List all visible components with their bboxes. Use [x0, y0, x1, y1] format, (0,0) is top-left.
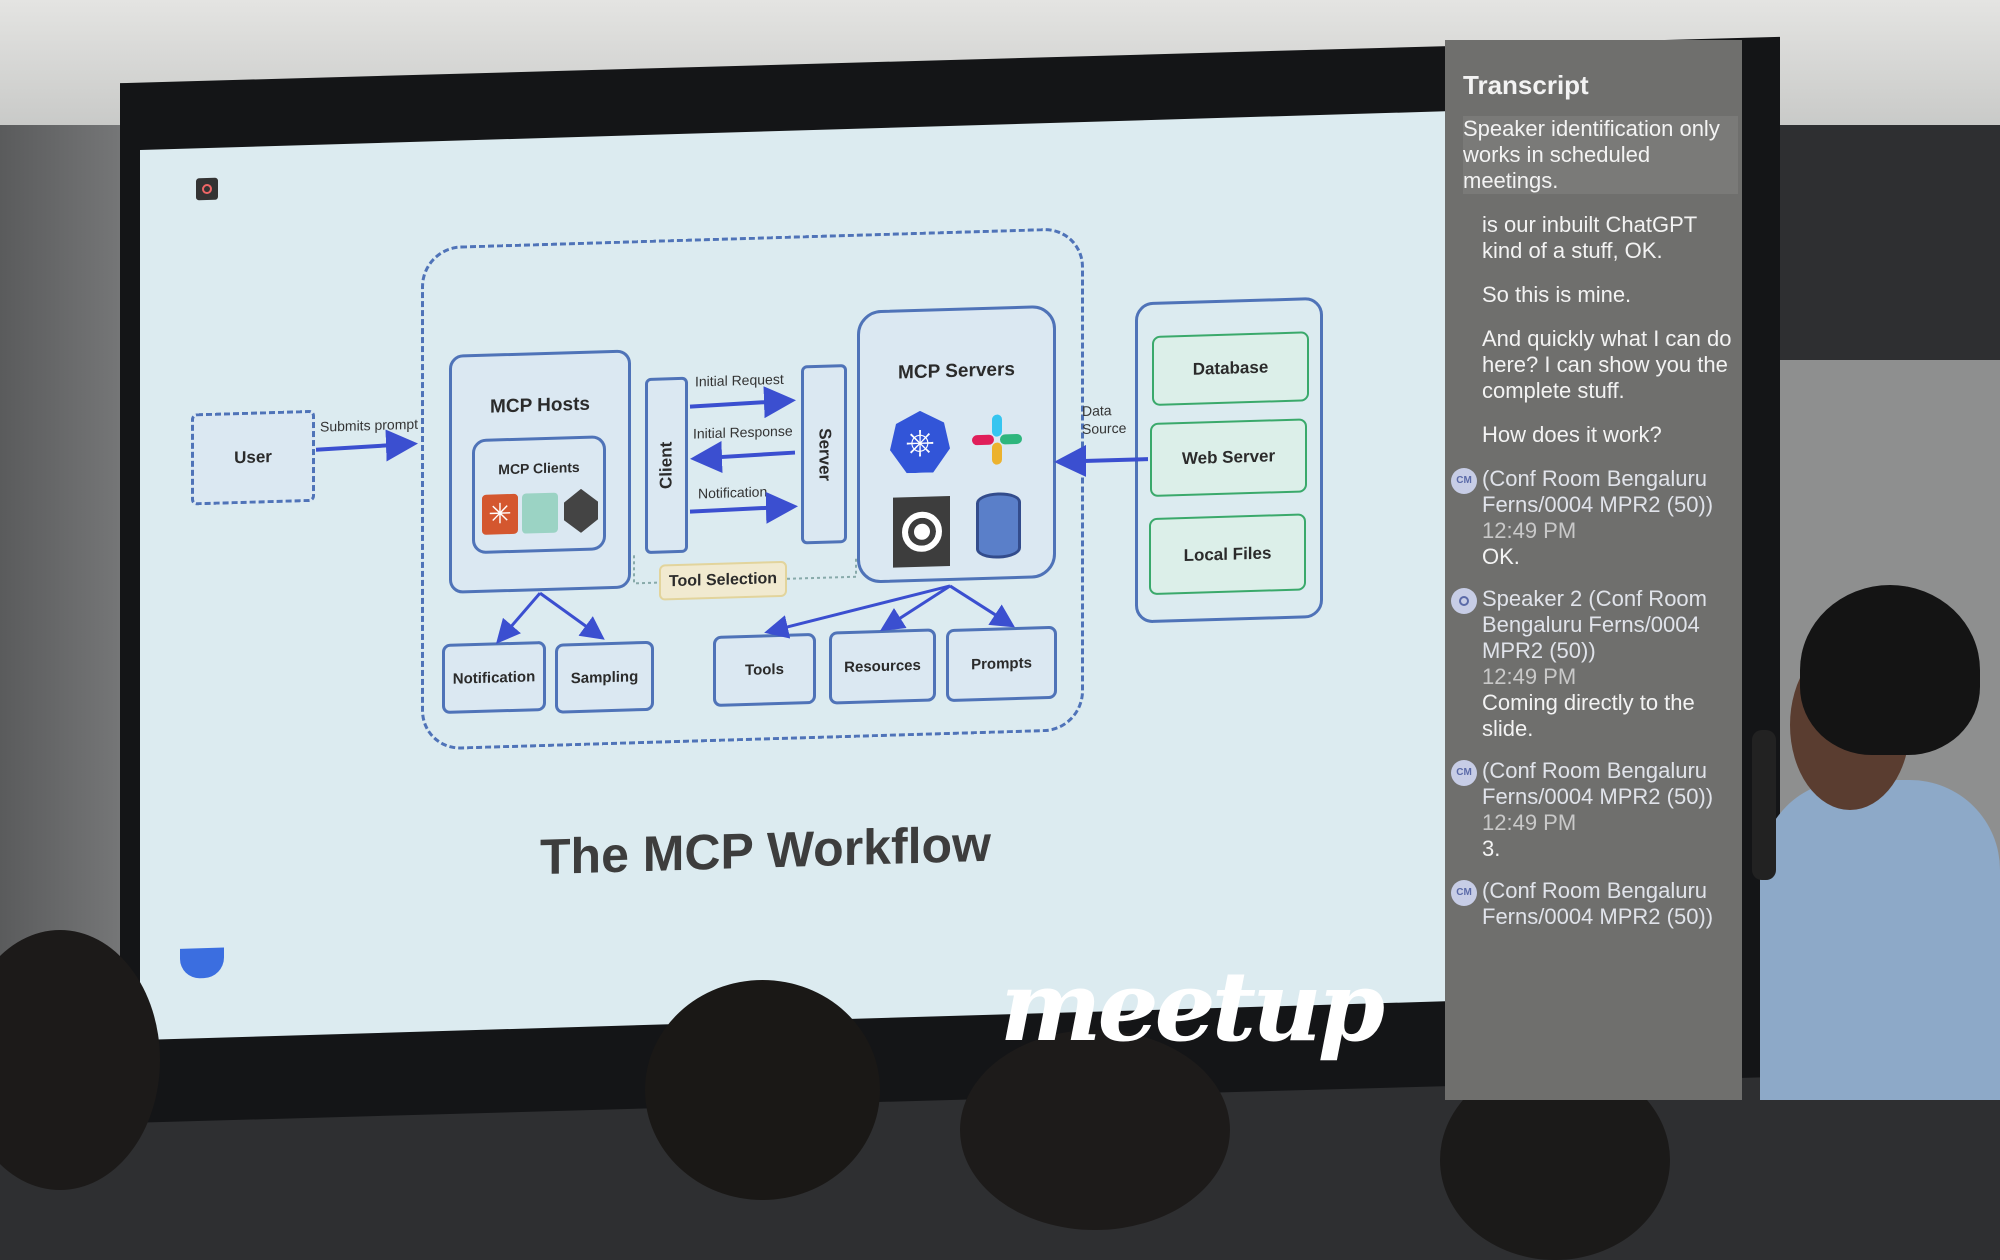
entry-time: 12:49 PM — [1482, 518, 1577, 543]
transcript-title: Transcript — [1463, 70, 1589, 100]
transcript-entry: CM (Conf Room Bengaluru Ferns/0004 MPR2 … — [1451, 466, 1737, 570]
audience-head — [645, 980, 880, 1200]
meetup-watermark: meetup — [1000, 950, 1385, 1063]
notification-flow-arrow — [689, 491, 798, 524]
transcript-entry: Speaker 2 (Conf Room Bengaluru Ferns/000… — [1451, 586, 1737, 742]
submit-arrow — [315, 429, 418, 462]
response-arrow — [690, 441, 796, 473]
transcript-entry: CM (Conf Room Bengaluru Ferns/0004 MPR2 … — [1451, 758, 1737, 862]
person-avatar-icon — [1451, 588, 1477, 614]
entry-text: OK. — [1482, 544, 1520, 569]
transcript-line: And quickly what I can do here? I can sh… — [1482, 326, 1732, 403]
diagram-arrows — [315, 386, 1148, 644]
presenter — [1760, 780, 2000, 1100]
avatar: CM — [1451, 760, 1477, 786]
transcript-line: So this is mine. — [1482, 282, 1632, 307]
entry-text: 3. — [1482, 836, 1501, 861]
transcript-line: is our inbuilt ChatGPT kind of a stuff, … — [1482, 212, 1697, 263]
transcript-panel: Transcript Speaker identification only w… — [1445, 40, 1742, 1100]
entry-time: 12:49 PM — [1482, 810, 1577, 835]
speaker-id-notice: Speaker identification only works in sch… — [1463, 116, 1738, 194]
entry-speaker: (Conf Room Bengaluru Ferns/0004 MPR2 (50… — [1482, 758, 1714, 809]
entry-speaker: Speaker 2 (Conf Room Bengaluru Ferns/000… — [1482, 586, 1707, 663]
entry-text: Coming directly to the slide. — [1482, 690, 1695, 741]
microphone — [1752, 730, 1776, 880]
avatar: CM — [1451, 880, 1477, 906]
data-source-arrow — [1054, 444, 1148, 477]
entry-speaker: (Conf Room Bengaluru Ferns/0004 MPR2 (50… — [1482, 466, 1714, 517]
entry-time: 12:49 PM — [1482, 664, 1577, 689]
turban — [1800, 585, 1980, 755]
presentation-slide: User Submits prompt MCP Hosts MCP Client… — [140, 111, 1445, 1041]
transcript-entry: CM (Conf Room Bengaluru Ferns/0004 MPR2 … — [1451, 878, 1737, 930]
request-arrow — [689, 386, 796, 419]
transcript-line: How does it work? — [1482, 422, 1662, 447]
avatar: CM — [1451, 468, 1477, 494]
entry-speaker: (Conf Room Bengaluru Ferns/0004 MPR2 (50… — [1482, 878, 1714, 929]
